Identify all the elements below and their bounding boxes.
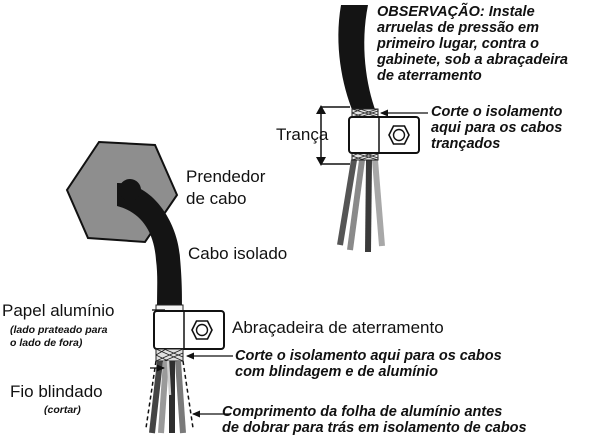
cut-shielded-note: Corte o isolamento aqui para os cabos co… xyxy=(235,348,502,380)
ground-clamp-label: Abraçadeira de aterramento xyxy=(232,318,444,337)
shielded-cable-assembly xyxy=(65,140,233,434)
observation-note: OBSERVAÇÃO: Instale arruelas de pressão … xyxy=(377,4,568,84)
braided-cable-assembly xyxy=(316,5,428,253)
insulated-cable-body xyxy=(117,182,182,305)
insulated-cable-label: Cabo isolado xyxy=(188,244,288,263)
cable-holder-label: Prendedor de cabo xyxy=(186,167,266,208)
trance-label: Trança xyxy=(276,125,329,144)
foil-length-outline xyxy=(145,360,194,429)
ground-clamp xyxy=(153,310,225,350)
shield-wire-label: Fio blindado xyxy=(10,382,103,401)
cable-holder-grommet xyxy=(119,179,141,201)
trance-bracket xyxy=(320,106,350,165)
silver-side-note: (lado prateado para o lado de fora) xyxy=(10,324,108,349)
shielded-cable-wires xyxy=(149,360,186,434)
braided-cable-body xyxy=(338,5,376,112)
braided-cable-wires xyxy=(337,159,385,253)
cut-braided-note: Corte o isolamento aqui para os cabos tr… xyxy=(431,104,563,152)
cut-note: (cortar) xyxy=(44,404,81,416)
foil-length-note: Comprimento da folha de alumínio antes d… xyxy=(222,404,527,436)
foil-paper-label: Papel alumínio xyxy=(2,301,115,320)
